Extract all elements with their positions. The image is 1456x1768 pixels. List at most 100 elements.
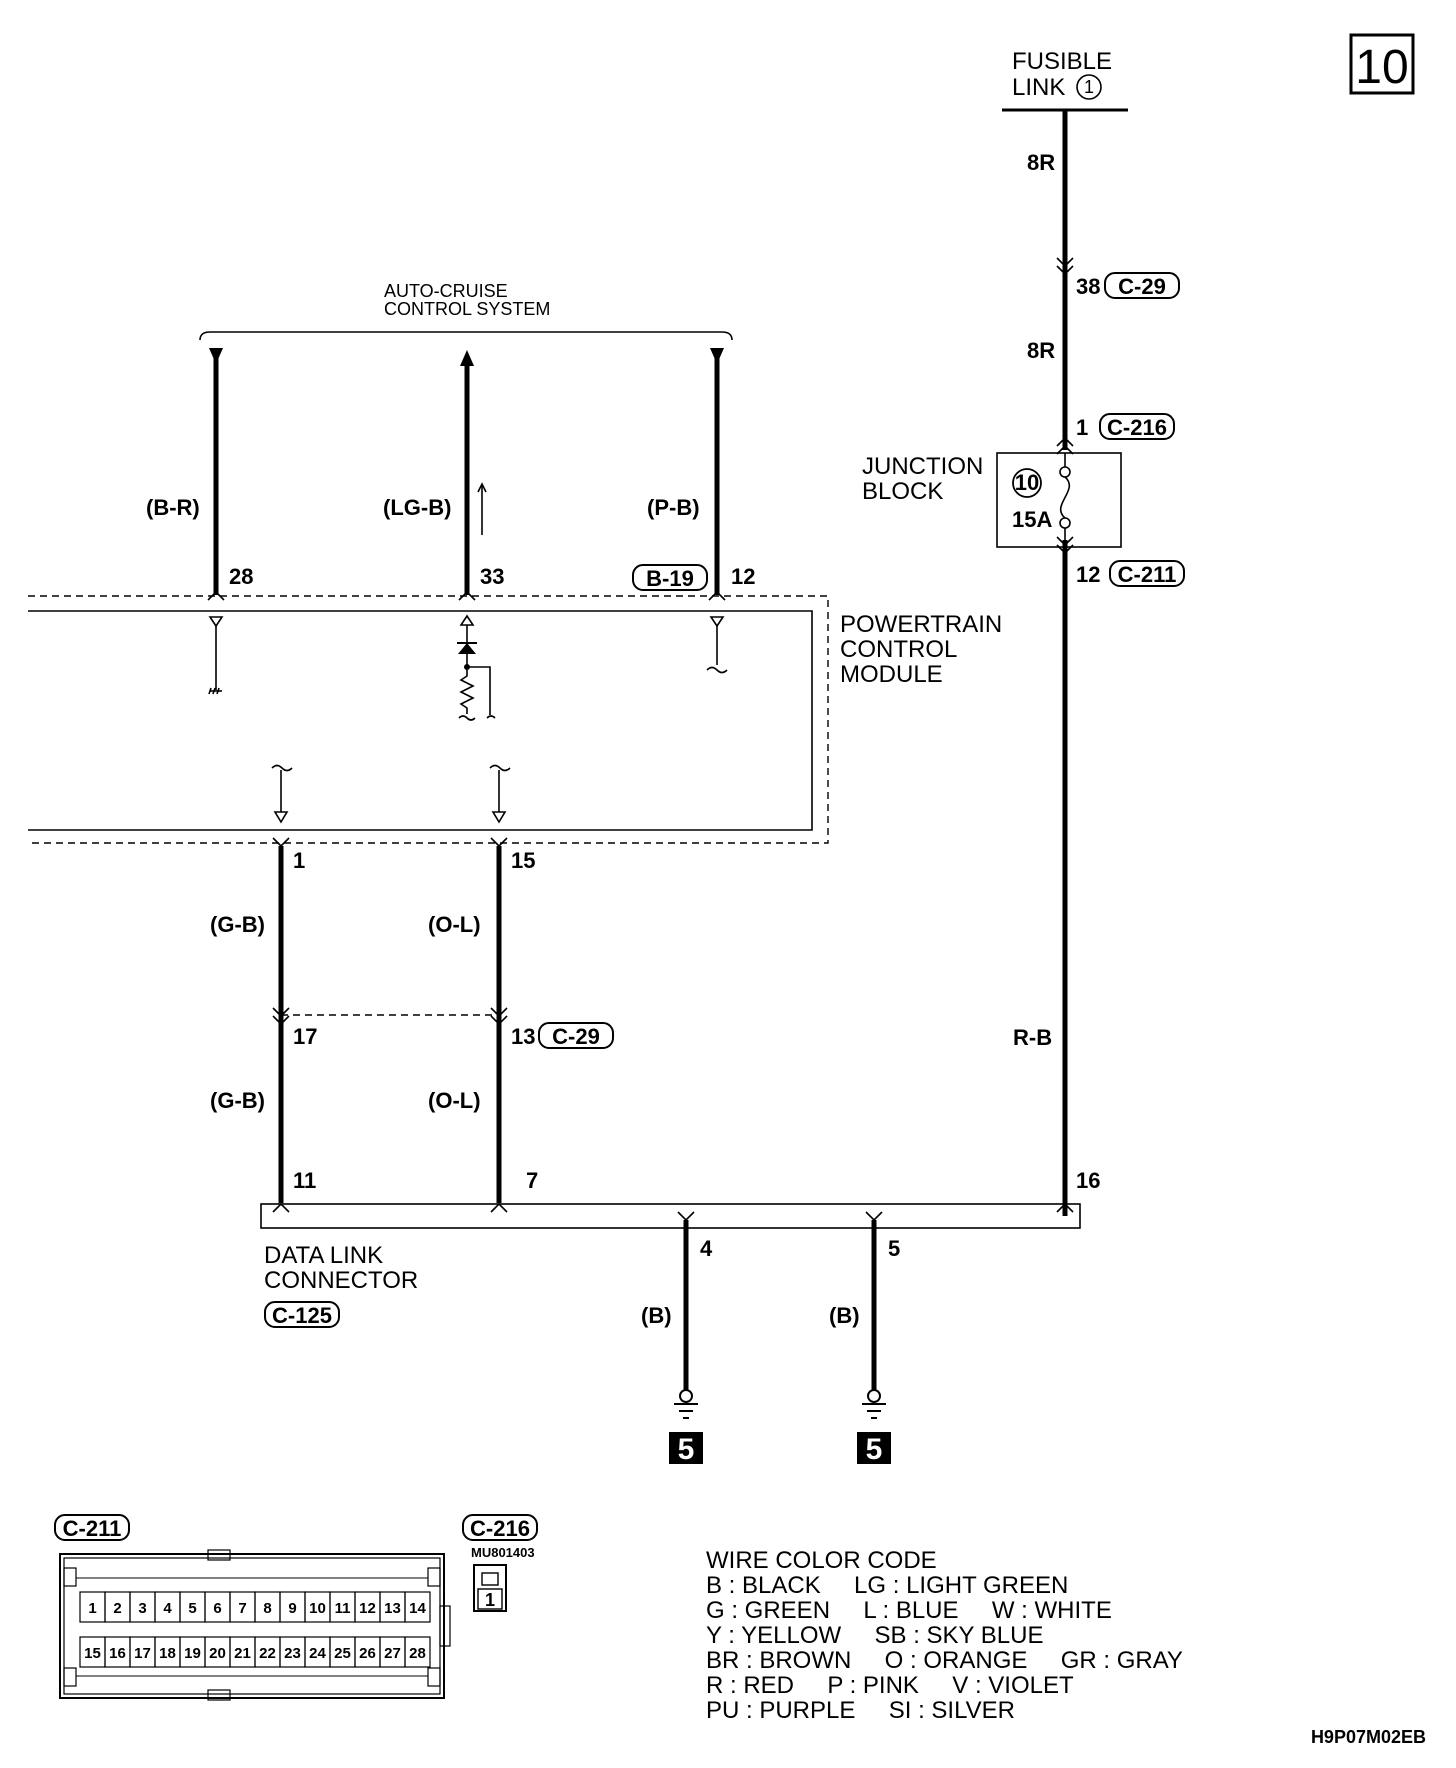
pin-1-c216: 1 [1076,415,1088,440]
pinout-c211-pin-label: 4 [163,1600,172,1617]
svg-text:C-29: C-29 [552,1024,600,1049]
wire-label-g-b-upper: (G-B) [210,912,265,937]
wire-o-l [490,837,508,1213]
pinout-c211-pin-label: 14 [409,1600,426,1617]
wire-label-8r-top: 8R [1027,150,1055,175]
svg-text:C-211: C-211 [1118,562,1177,587]
svg-text:C-216: C-216 [1107,415,1167,440]
svg-text:C-29: C-29 [1118,274,1166,299]
pinout-c211-pin-label: 16 [109,1645,126,1662]
fusible-link-number-circle [1076,74,1102,100]
ground-ref-box-right [857,1432,891,1464]
pinout-c211-pin-label: 15 [84,1645,101,1662]
wire-label-o-l-upper: (O-L) [428,912,481,937]
ground-wire-4: 5 [669,1220,703,1466]
svg-text:C-125: C-125 [272,1303,332,1328]
wire-color-code-row: Y : YELLOW SB : SKY BLUE [706,1622,1044,1649]
pinout-c211-pin-label: 22 [259,1645,276,1662]
ground-icon [867,1389,881,1403]
pcm-box [28,595,829,844]
pin-13: 13 [511,1024,535,1049]
svg-text:B-19: B-19 [646,566,694,591]
wire-label-8r-mid: 8R [1027,338,1055,363]
page-number: 10 [1355,41,1408,94]
pinout-c211-pin-label: 24 [309,1645,326,1662]
fuse-icon [1059,453,1071,547]
connector-tag-c29-b: C-29 [538,1022,614,1049]
wire-lg-b [458,350,487,601]
pinout-c211-pin-label: 12 [359,1600,376,1617]
pcm-internal-1-circuit [271,764,293,824]
pin-7: 7 [526,1168,538,1193]
pinout-c216-body [473,1564,507,1612]
fuse-number: 10 [1015,470,1039,495]
pinout-c211-pin-label: 6 [213,1600,221,1617]
ground-ref-box-left [669,1432,703,1464]
pcm-label: POWERTRAIN CONTROL MODULE [840,611,1002,688]
junction-block-line2: BLOCK [862,478,943,505]
pinout-c216-pin: 1 [485,1590,495,1610]
svg-text:CONTROL SYSTEM: CONTROL SYSTEM [384,299,550,319]
pinout-c211-pin-label: 23 [284,1645,301,1662]
wire-color-code-row: B : BLACK LG : LIGHT GREEN [706,1572,1068,1599]
junction-block: JUNCTION BLOCK 10 15A [862,452,1122,548]
pinout-c211-pin-label: 2 [113,1600,121,1617]
pinout-c211-pin-label: 11 [335,1600,351,1617]
pinout-c211-cell [404,1636,431,1668]
pcm-internal-33-circuit [457,614,496,721]
pinout-c211-pin-label: 21 [234,1645,251,1662]
pinout-c211-pin-label: 26 [359,1645,376,1662]
wire-label-b-r: (B-R) [146,495,200,520]
pinout-c211-cell [404,1591,431,1623]
wire-label-b-left: (B) [641,1303,672,1328]
pinout-c211-pin-label: 10 [309,1600,326,1617]
wire-label-b-right: (B) [829,1303,860,1328]
pinout-c211-pin-label: 17 [134,1645,151,1662]
diode-icon [458,643,476,654]
svg-text:CONNECTOR: CONNECTOR [264,1267,418,1294]
pinout-c216: C-216 MU801403 1 [462,1514,538,1612]
pinout-c211-pin-label: 5 [188,1600,196,1617]
wire-color-code-row: R : RED P : PINK V : VIOLET [706,1672,1074,1699]
pcm-internal-28-ground [208,616,224,695]
pin-15: 15 [511,848,535,873]
wire-label-p-b: (P-B) [647,495,700,520]
wire-label-lg-b: (LG-B) [383,495,451,520]
connector-tag-c29-a: C-29 [1104,272,1180,299]
pinout-c211-pin-label: 25 [334,1645,351,1662]
auto-cruise-label: AUTO-CRUISE CONTROL SYSTEM [199,281,733,341]
pinout-c211-pin-label: 19 [184,1645,201,1662]
pinout-c211-pin-label: 13 [384,1600,401,1617]
ground-ref-right: 5 [866,1433,883,1466]
junction-block-box [996,452,1122,548]
pin-33: 33 [480,564,504,589]
pin-12-b19: 12 [731,564,755,589]
connector-tag-c211-a: C-211 [1109,560,1185,587]
pinout-c216-part-no: MU801403 [471,1545,535,1560]
pinout-c211-label: C-211 [63,1516,122,1541]
pcm-internal-12-circuit [706,616,728,674]
wire-color-code-title: WIRE COLOR CODE [706,1547,937,1574]
auto-cruise-brace [199,331,733,341]
pinout-c211-body [59,1553,445,1699]
svg-text:POWERTRAIN: POWERTRAIN [840,611,1002,638]
page-number-box: 10 [1349,33,1415,95]
pin-38: 38 [1076,274,1100,299]
pin-17: 17 [293,1024,317,1049]
pinout-c211-pin-label: 3 [138,1600,146,1617]
svg-text:DATA LINK: DATA LINK [264,1242,383,1269]
pinout-c211-pin-label: 18 [159,1645,176,1662]
pin-16: 16 [1076,1168,1100,1193]
ground-wire-5: 5 [857,1220,891,1466]
wire-color-code-legend: WIRE COLOR CODE B : BLACK LG : LIGHT GRE… [706,1547,1183,1724]
pinout-c211-pin-label: 27 [384,1645,401,1662]
data-link-connector [260,1202,1081,1229]
pcm-internal-15-circuit [489,764,511,824]
svg-text:CONTROL: CONTROL [840,636,957,663]
wire-label-r-b: R-B [1013,1025,1052,1050]
pin-12-c211: 12 [1076,562,1100,587]
resistor-icon [459,670,475,714]
wire-color-code-row: G : GREEN L : BLUE W : WHITE [706,1597,1112,1624]
